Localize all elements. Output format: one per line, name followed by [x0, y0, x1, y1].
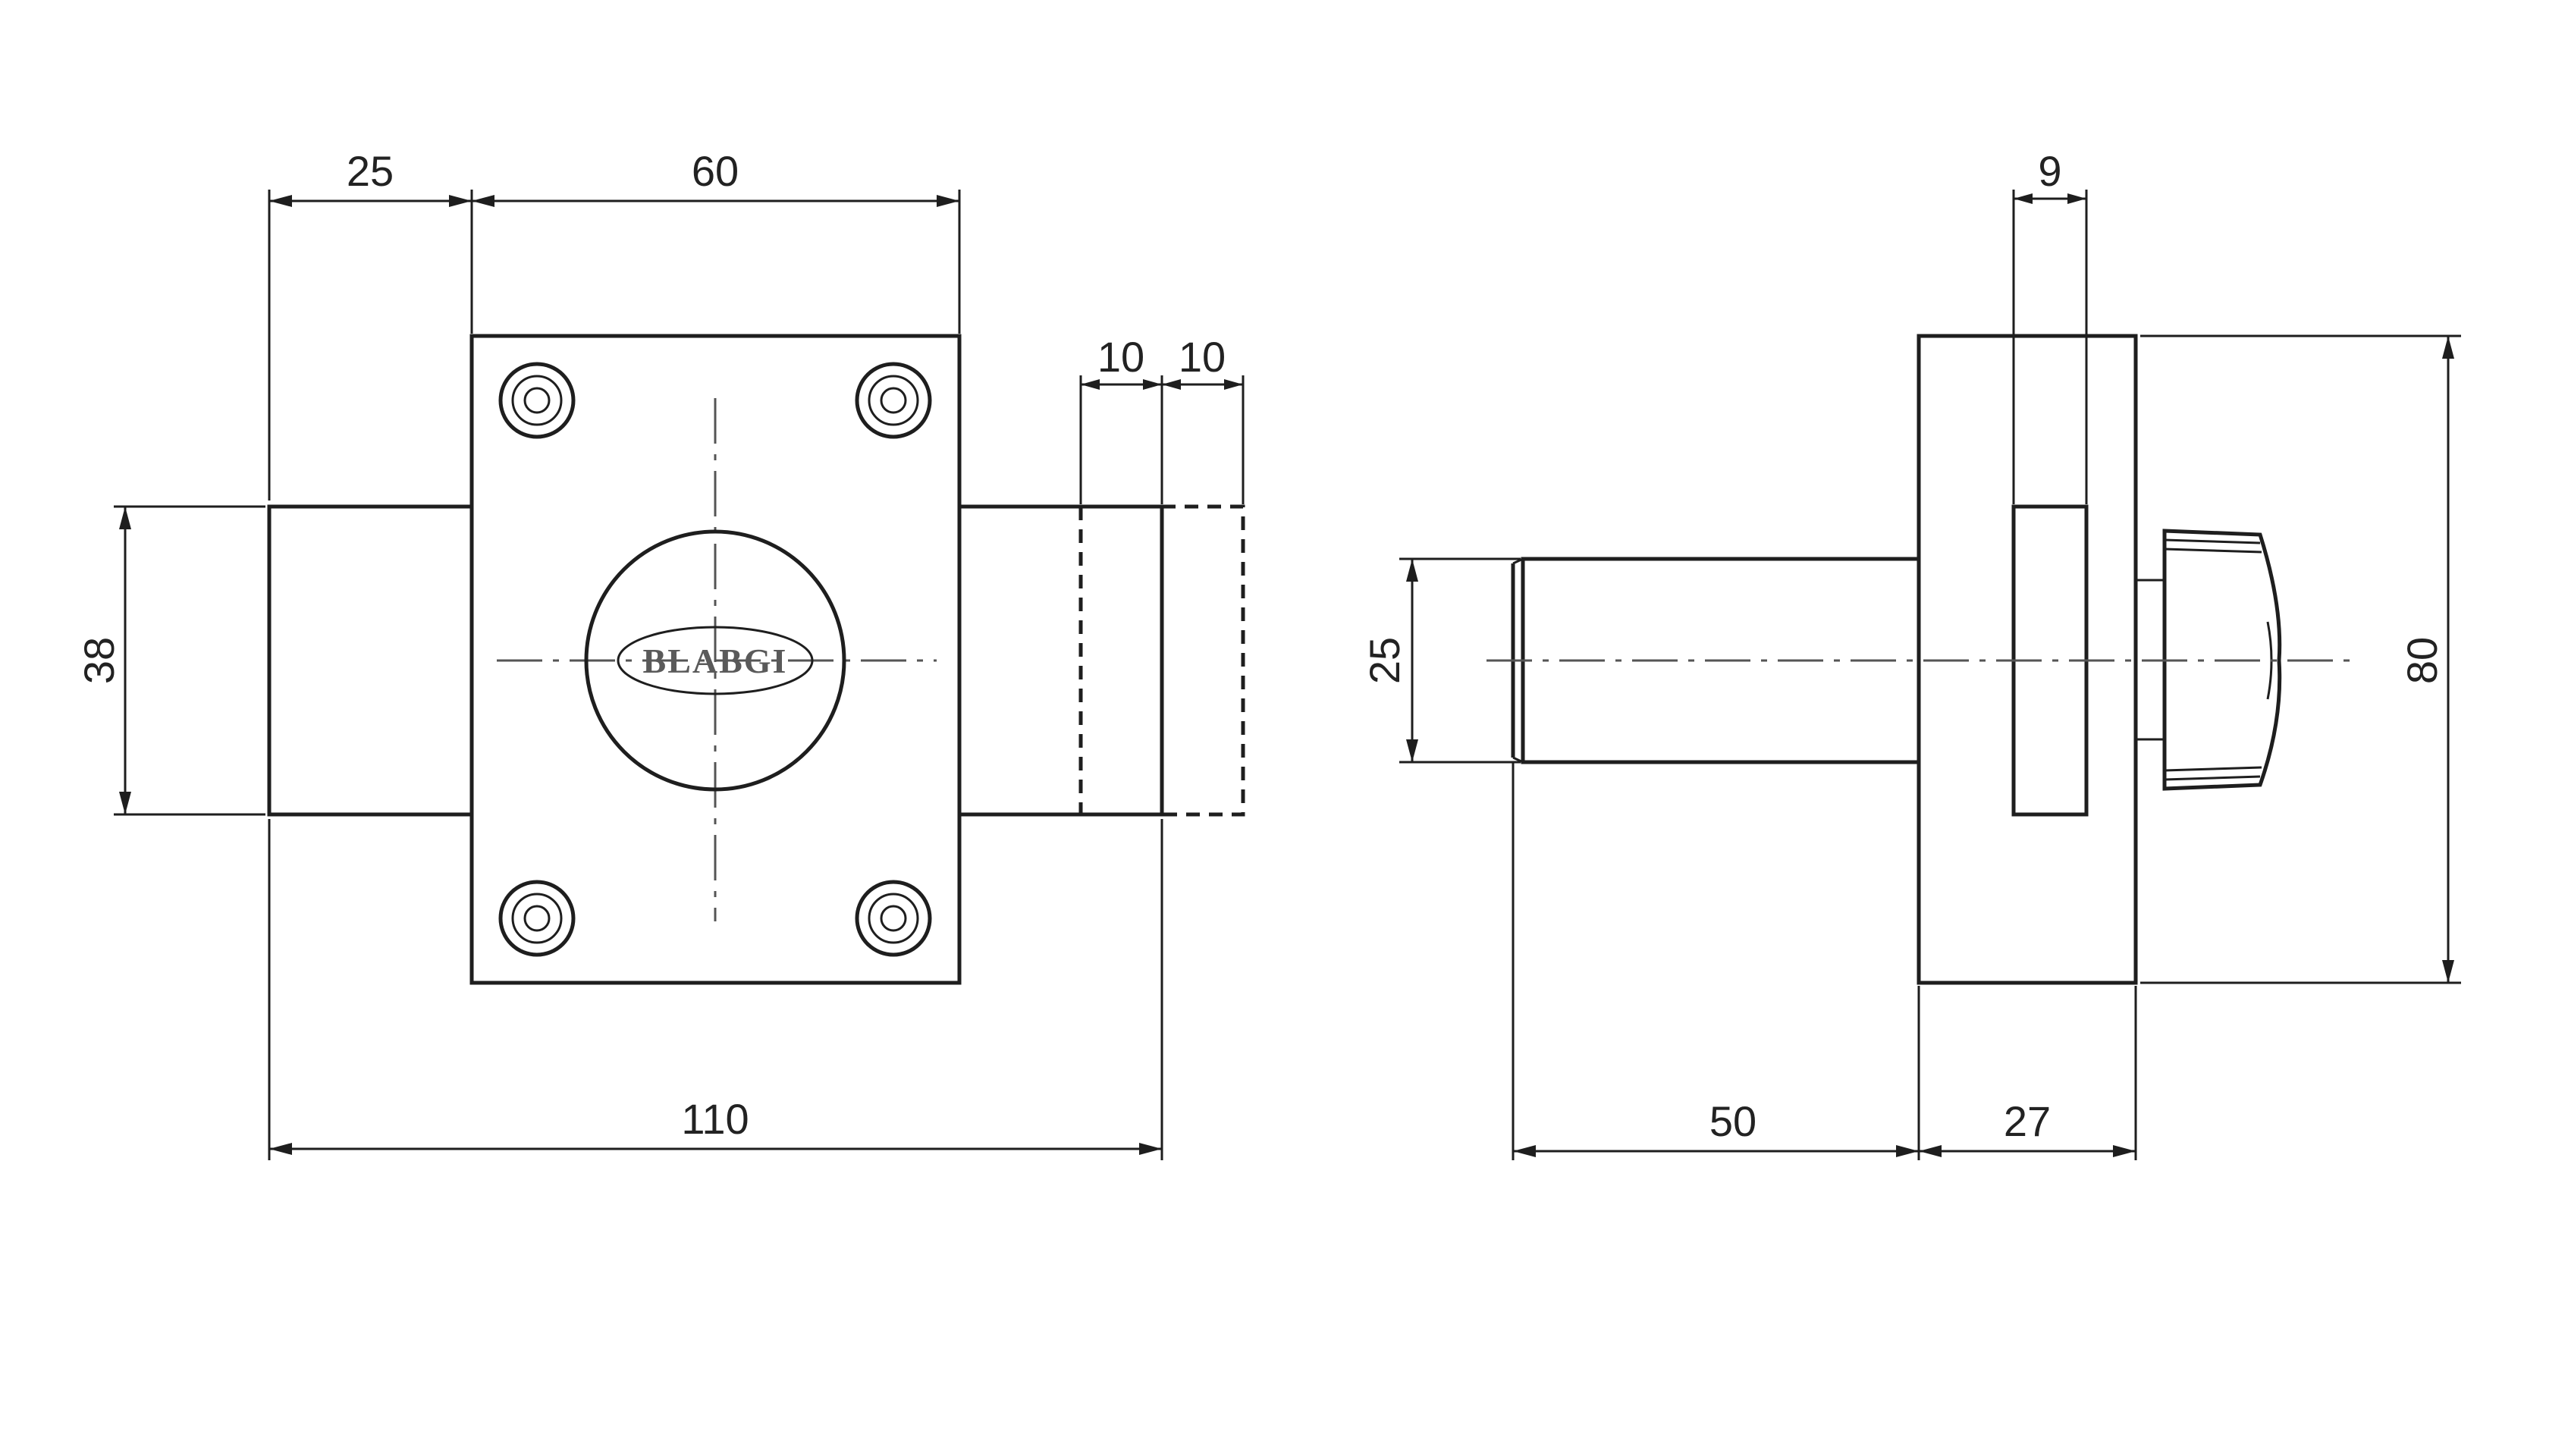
logo-text: BLABGI: [643, 642, 788, 680]
front-view: BLABGI: [267, 334, 1245, 985]
dim-label-throw-2: 10: [1179, 333, 1226, 381]
bolt-throw-extended: [1160, 504, 1245, 817]
front-dimensions: 25 60 10 10 38 110: [75, 147, 1245, 1160]
dim-label-38: 38: [75, 637, 123, 684]
thumb-knob: [2134, 529, 2282, 791]
logo-oval: [617, 626, 814, 695]
dim-label-27: 27: [2004, 1097, 2051, 1145]
screw-bottom-right: [855, 880, 932, 957]
dim-label-80: 80: [2398, 637, 2446, 684]
dim-label-throw-1: 10: [1097, 333, 1144, 381]
dim-label-9: 9: [2038, 147, 2061, 195]
screw-top-right: [855, 362, 932, 439]
screw-top-left: [498, 362, 576, 439]
side-view: [1486, 334, 2351, 985]
left-bolt: [267, 504, 474, 817]
cylinder-escutcheon: [584, 529, 846, 792]
dim-label-cylinder-diameter: 25: [1361, 637, 1408, 684]
dim-label-60: 60: [692, 147, 739, 195]
right-bolt: [957, 504, 1164, 817]
screw-bottom-left: [498, 880, 576, 957]
dim-label-50: 50: [1709, 1097, 1756, 1145]
dim-label-110: 110: [681, 1095, 749, 1143]
side-dimensions: 9 25 80 50 27: [1361, 147, 2461, 1160]
dim-label-25: 25: [347, 147, 394, 195]
